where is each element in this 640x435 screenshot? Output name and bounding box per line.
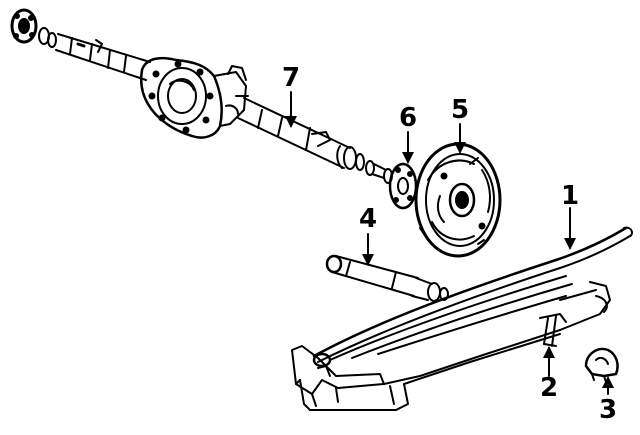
shock-absorber-part (325, 254, 449, 302)
leader-arrows (285, 91, 614, 395)
callout-6: 6 (398, 103, 418, 133)
callout-1: 1 (560, 181, 580, 211)
callout-7: 7 (281, 63, 301, 93)
bearing-retainer-part (388, 162, 418, 210)
differential-carrier (140, 56, 249, 139)
callout-4: 4 (358, 204, 378, 234)
callout-2: 2 (539, 373, 559, 403)
left-hub-flange (10, 8, 57, 48)
callout-3: 3 (598, 395, 618, 425)
spring-clip-part (584, 347, 619, 383)
leaf-spring-part (312, 226, 633, 368)
left-axle-tube (55, 33, 151, 81)
callout-5: 5 (450, 95, 470, 125)
right-axle-tube (237, 97, 393, 184)
axle-housing-part (10, 8, 393, 184)
backing-plate-part (414, 142, 502, 258)
u-bolt-part (539, 313, 567, 347)
frame-rail-part (291, 281, 611, 411)
